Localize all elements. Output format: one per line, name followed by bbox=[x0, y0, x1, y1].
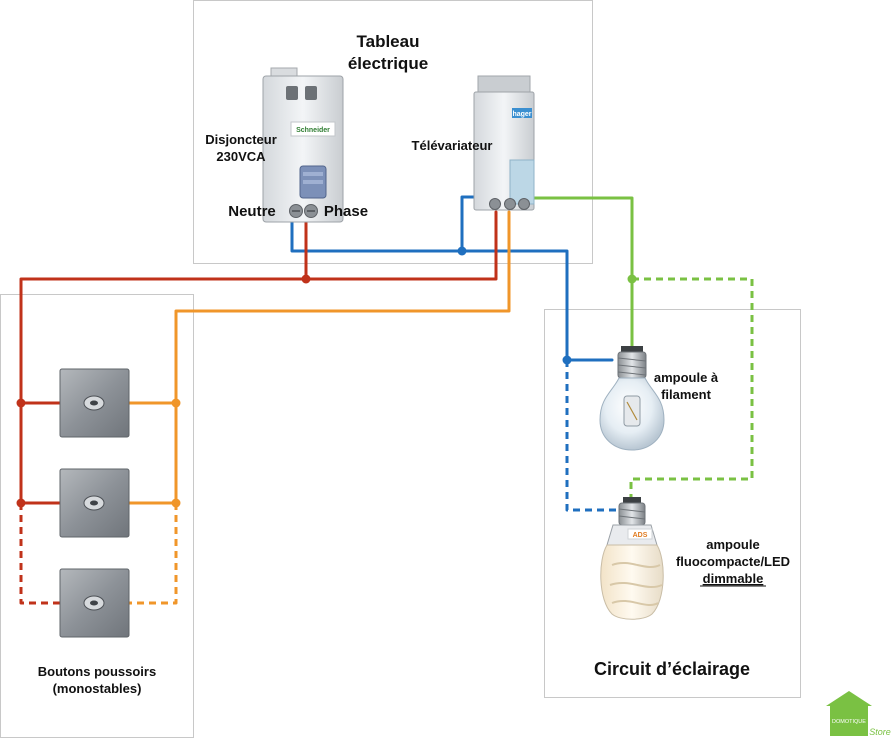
neutre-label: Neutre bbox=[228, 203, 276, 220]
circuit-panel bbox=[544, 309, 801, 698]
junction-dot bbox=[457, 246, 467, 256]
neutral-wire-main bbox=[290, 220, 614, 362]
junction-dot bbox=[562, 355, 572, 365]
televariateur-label: Télévariateur bbox=[412, 138, 493, 153]
lamp-wire-main bbox=[524, 196, 634, 352]
junction-dot bbox=[171, 398, 181, 408]
tableau-title-line1: Tableau bbox=[357, 32, 420, 51]
neutral-wire-dashed bbox=[565, 360, 630, 512]
ampoule-fluo-label-line2: fluocompacte/LED bbox=[676, 554, 790, 569]
push-button-3-icon bbox=[59, 568, 130, 638]
dimmer-brand: hager bbox=[512, 111, 531, 118]
boutons-label-line1: Boutons poussoirs bbox=[38, 664, 156, 679]
disjoncteur-label-line2: 230VCA bbox=[216, 149, 266, 164]
junction-dot bbox=[16, 498, 26, 508]
logo-word1: DOMOTIQUE bbox=[832, 719, 866, 725]
breaker-brand: Schneider bbox=[296, 127, 330, 134]
ampoule-fluo-label-line1: ampoule bbox=[706, 537, 759, 552]
boutons-label-line2: (monostables) bbox=[53, 681, 142, 696]
control-wire-btn3-dashed bbox=[129, 503, 178, 605]
junction-dot bbox=[627, 274, 637, 284]
dimmer-module-icon: hager bbox=[473, 75, 535, 211]
phase-label: Phase bbox=[324, 203, 368, 220]
filament-bulb-icon bbox=[599, 346, 665, 451]
ampoule-filament-label-line1: ampoule à bbox=[654, 370, 719, 385]
junction-dots bbox=[16, 246, 637, 508]
phase-wire-btn3-dashed bbox=[19, 503, 60, 605]
phase-wire-main bbox=[304, 210, 498, 281]
ampoule-filament-label-line2: filament bbox=[661, 387, 712, 402]
push-button-2-icon bbox=[59, 468, 130, 538]
disjoncteur-label-line1: Disjoncteur bbox=[205, 132, 277, 147]
ampoule-fluo-label-line3: dimmable bbox=[703, 571, 764, 586]
push-button-1-icon bbox=[59, 368, 130, 438]
junction-dot bbox=[171, 498, 181, 508]
tableau-title-line2: électrique bbox=[348, 54, 428, 73]
circuit-eclairage-label: Circuit d’éclairage bbox=[594, 659, 750, 679]
domotique-store-logo: DOMOTIQUE Store bbox=[826, 691, 891, 737]
lamp-wire-dashed bbox=[629, 277, 754, 500]
logo-word2: Store bbox=[869, 727, 891, 737]
circuit-breaker-icon: Schneider bbox=[262, 67, 344, 223]
junction-dot bbox=[301, 274, 311, 284]
phase-wire-buttons bbox=[19, 277, 308, 505]
junction-dot bbox=[16, 398, 26, 408]
fluo-led-bulb-icon: ADS bbox=[600, 497, 664, 620]
bulb-brand: ADS bbox=[633, 532, 648, 539]
